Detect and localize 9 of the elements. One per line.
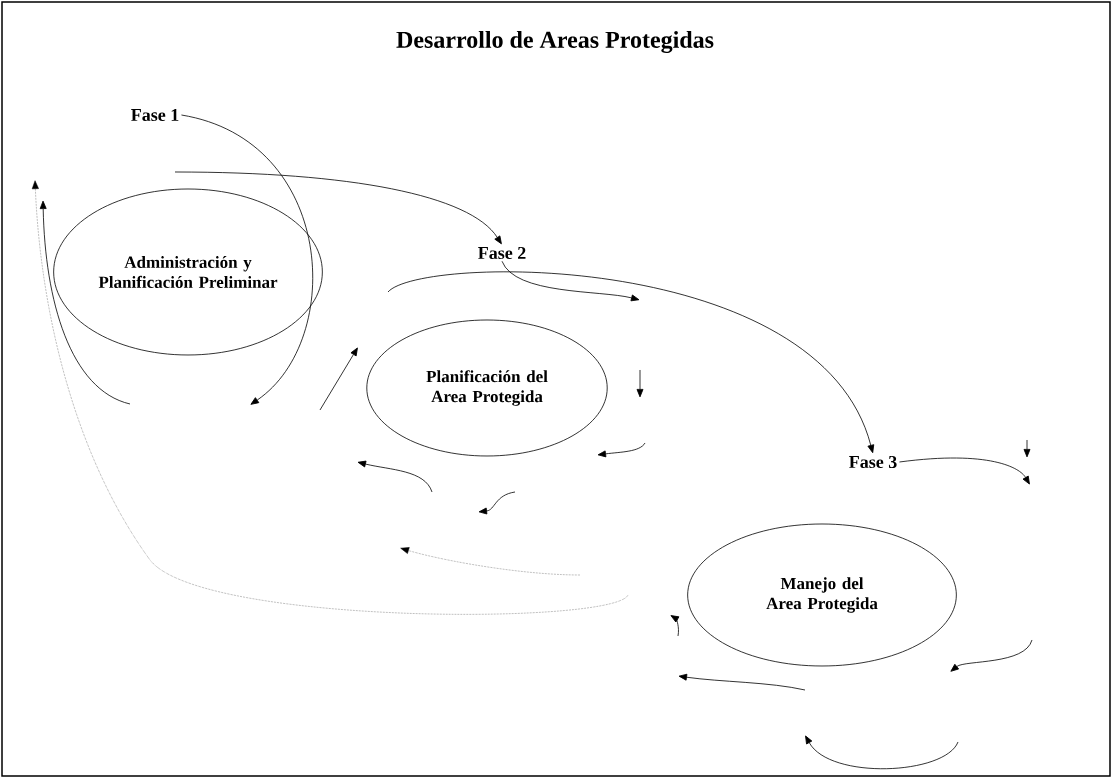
phase-label: Fase 1 (131, 108, 179, 121)
phase-label: Fase 2 (478, 246, 526, 260)
arrow (899, 457, 1030, 485)
phase-label: Fase 3 (849, 455, 897, 469)
arrow (181, 114, 314, 405)
arrow (501, 260, 640, 302)
arrow (174, 171, 502, 245)
arrow (387, 271, 875, 454)
title: Desarrollo de Areas Protegidas (396, 31, 714, 53)
